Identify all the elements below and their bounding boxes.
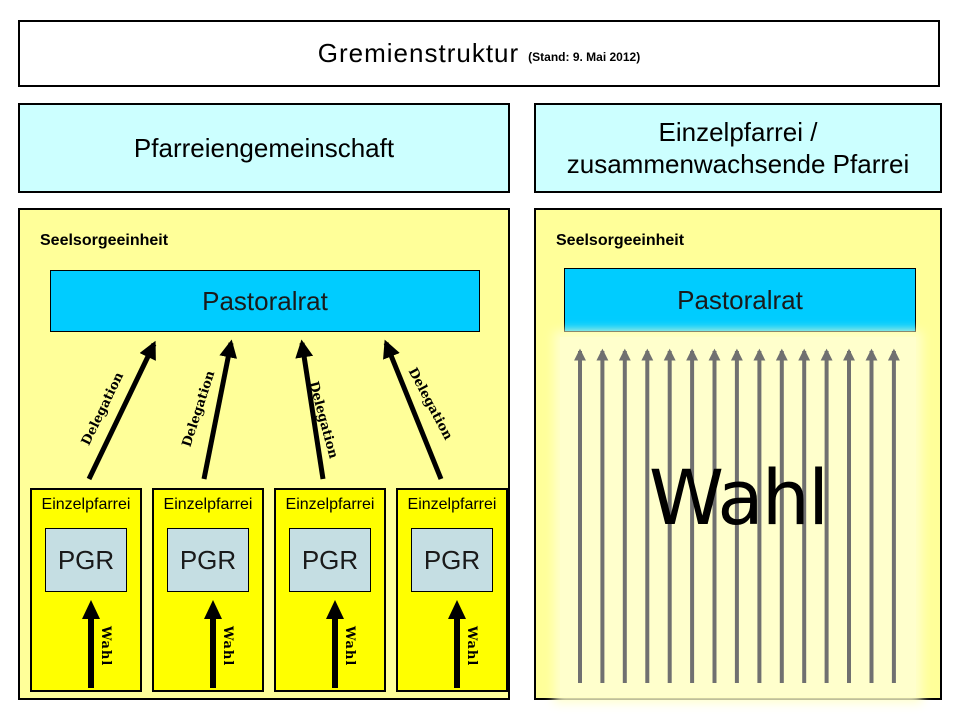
pastoralrat-box-left: Pastoralrat (50, 270, 480, 332)
wahl-label: Wahl (342, 626, 357, 667)
seelsorgeeinheit-label-left: Seelsorgeeinheit (40, 232, 169, 249)
delegation-label-1: Delegation (78, 370, 128, 448)
delegation-label-3: Delegation (305, 379, 341, 461)
wahl-arrow (88, 618, 94, 688)
pgr-box: PGR (289, 528, 371, 592)
wahl-arrow-head (204, 600, 222, 619)
einzelpfarrei-label: Einzelpfarrei (41, 496, 131, 513)
seelsorgeeinheit-label-right: Seelsorgeeinheit (556, 232, 685, 249)
wahl-label: Wahl (220, 626, 235, 667)
einzelpfarrei-box-3: Einzelpfarrei PGR Wahl (274, 488, 386, 692)
title-date-note: (Stand: 9. Mai 2012) (528, 49, 641, 64)
wahl-label: Wahl (464, 626, 479, 667)
seelsorgeeinheit-panel-left: Seelsorgeeinheit Pastoralrat Delegation … (18, 208, 510, 700)
pgr-label: PGR (301, 544, 359, 575)
delegation-label-2: Delegation (179, 368, 219, 450)
pgr-label: PGR (179, 544, 237, 575)
einzelpfarrei-box-4: Einzelpfarrei PGR Wahl (396, 488, 508, 692)
seelsorgeeinheit-panel-right: Seelsorgeeinheit Pastoralrat (534, 208, 942, 700)
einzelpfarrei-label: Einzelpfarrei (407, 496, 497, 513)
election-area (560, 337, 916, 697)
pgr-box: PGR (411, 528, 493, 592)
wahl-arrow (454, 618, 460, 688)
header-pfarreiengemeinschaft: Pfarreiengemeinschaft (18, 103, 510, 193)
pastoralrat-label-right: Pastoralrat (677, 284, 803, 315)
einzelpfarrei-label: Einzelpfarrei (163, 496, 253, 513)
pgr-box: PGR (45, 528, 127, 592)
pastoralrat-label-left: Pastoralrat (202, 285, 328, 316)
wahl-arrow-head (326, 600, 344, 619)
header-pfarreiengemeinschaft-label: Pfarreiengemeinschaft (133, 132, 395, 163)
page-title: Gremienstruktur (317, 38, 520, 68)
title-box: Gremienstruktur (Stand: 9. Mai 2012) (18, 20, 940, 87)
delegation-arrow-2 (201, 339, 238, 480)
pastoralrat-box-right: Pastoralrat (564, 268, 916, 332)
pgr-label: PGR (57, 544, 115, 575)
header-einzelpfarrei: Einzelpfarrei / zusammenwachsende Pfarre… (534, 103, 942, 193)
delegation-label-4: Delegation (404, 365, 456, 443)
header-einzelpfarrei-line2: zusammenwachsende Pfarrei (566, 149, 910, 179)
election-arrows (574, 348, 900, 683)
einzelpfarrei-box-1: Einzelpfarrei PGR Wahl (30, 488, 142, 692)
header-einzelpfarrei-line1: Einzelpfarrei / (658, 116, 818, 147)
wahl-arrow-head (448, 600, 466, 619)
wahl-arrow (210, 618, 216, 688)
pgr-box: PGR (167, 528, 249, 592)
wahl-big-label: Wahl (648, 453, 829, 542)
pgr-label: PGR (423, 544, 481, 575)
einzelpfarrei-box-2: Einzelpfarrei PGR Wahl (152, 488, 264, 692)
wahl-label: Wahl (98, 626, 113, 667)
einzelpfarrei-label: Einzelpfarrei (285, 496, 375, 513)
wahl-arrow-head (82, 600, 100, 619)
wahl-arrow (332, 618, 338, 688)
